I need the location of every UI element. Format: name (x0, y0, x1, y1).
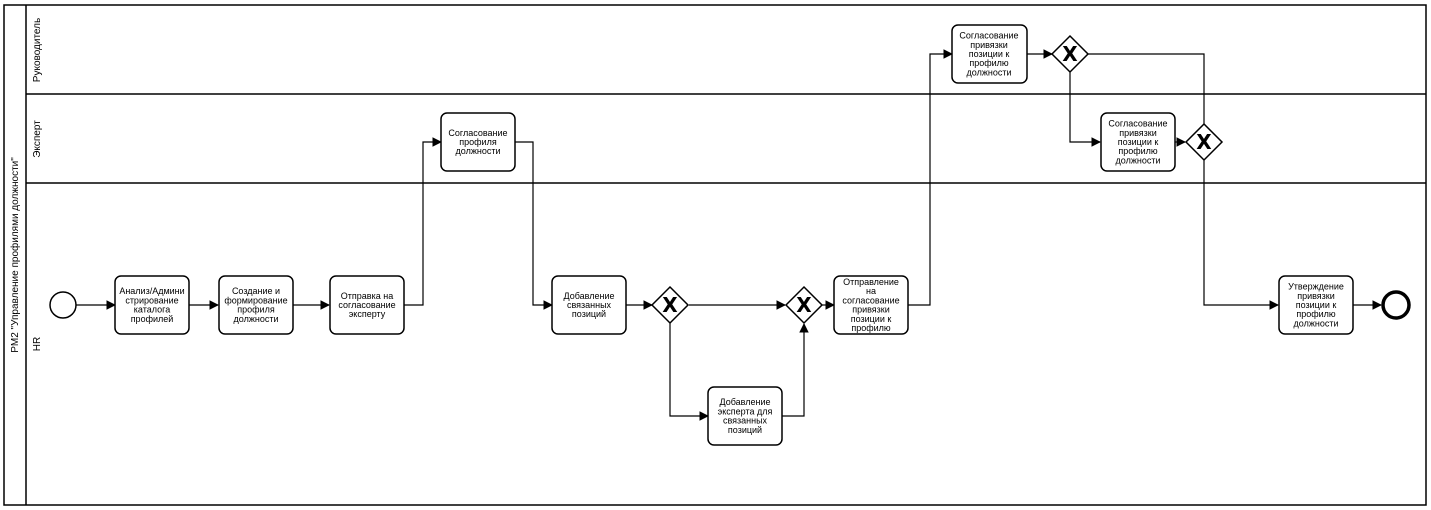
flow-t4-t5 (515, 141, 553, 310)
task-label-line: связанных (723, 416, 768, 426)
task-label-line: позиции к (1118, 137, 1159, 147)
task-label-line: привязки (852, 305, 890, 315)
gateway-1[interactable]: X (650, 285, 690, 325)
task-label-line: должности (1294, 318, 1339, 328)
task-label-line: Добавление (720, 397, 771, 407)
task-label-line: Отправка на (341, 291, 393, 301)
lane-label-hr: HR (32, 337, 43, 351)
task-label-line: позиций (572, 309, 606, 319)
task-label-line: Согласование (959, 31, 1018, 41)
task-label-line: позиции к (969, 49, 1010, 59)
gateway-4[interactable]: X (1184, 122, 1224, 162)
flow-gw1-t6 (669, 323, 709, 421)
end-event[interactable] (1381, 290, 1411, 320)
start-event[interactable] (49, 291, 77, 319)
gateway-2[interactable]: X (784, 285, 824, 325)
gateway-x-icon: X (662, 293, 678, 317)
task-send-binding-approval[interactable]: Отправлениенасогласованиепривязкипозиции… (833, 275, 909, 335)
task-label-line: Утверждение (1288, 282, 1344, 292)
task-label-line: позиции к (851, 314, 892, 324)
gateway-x-icon: X (1062, 42, 1078, 66)
task-label-line: эксперта для (718, 406, 773, 416)
gateway-3[interactable]: X (1050, 34, 1090, 74)
task-label-line: должности (234, 314, 279, 324)
flow-t7-t8 (908, 49, 953, 306)
task-label-line: стрирование (125, 295, 178, 305)
gateway-x-icon: X (1196, 130, 1212, 154)
task-label-line: каталога (134, 305, 170, 315)
task-label-line: профилю (851, 323, 891, 333)
task-label-line: формирование (224, 295, 287, 305)
task-label-line: на (866, 286, 876, 296)
flow-t3-t4 (404, 137, 442, 306)
task-label-line: профиля (459, 137, 497, 147)
lane-label-ekspert: Эксперт (32, 120, 43, 158)
gateway-x-icon: X (796, 293, 812, 317)
task-label-line: профилю (1118, 146, 1158, 156)
lane-label-rukovoditel: Руководитель (32, 18, 43, 82)
task-label-line: позиции к (1296, 300, 1337, 310)
task-label-line: Согласование (1108, 119, 1167, 129)
task-label-line: Отправление (843, 277, 899, 287)
sequence-flows (76, 49, 1382, 421)
task-label-line: должности (967, 67, 1012, 77)
task-label-line: профиля (237, 305, 275, 315)
task-label-line: должности (1116, 155, 1161, 165)
pool-label: PM2 "Управление профилями должности" (9, 157, 21, 353)
flow-gw3-t9 (1069, 72, 1101, 147)
task-label-line: Добавление (564, 291, 615, 301)
task-label-line: Анализ/Админи (119, 286, 184, 296)
task-label-line: Создание и (232, 286, 280, 296)
task-label-line: привязки (1119, 128, 1157, 138)
task-label-line: связанных (567, 300, 612, 310)
task-label-line: согласование (338, 300, 395, 310)
task-label-line: профилю (969, 58, 1009, 68)
task-label-line: эксперту (349, 309, 386, 319)
task-label-line: должности (456, 146, 501, 156)
flow-t6-gw2 (782, 323, 809, 417)
flow-gw4-t10 (1203, 160, 1279, 310)
pool-frame (3, 4, 1427, 506)
task-label-line: Согласование (448, 128, 507, 138)
task-label-line: профилю (1296, 309, 1336, 319)
task-label-line: согласование (842, 295, 899, 305)
flow-gw3-gw4 (1088, 53, 1205, 124)
task-label-line: привязки (970, 40, 1008, 50)
task-label-line: профилей (131, 314, 174, 324)
task-label-line: позиций (728, 425, 762, 435)
task-label-line: привязки (1297, 291, 1335, 301)
